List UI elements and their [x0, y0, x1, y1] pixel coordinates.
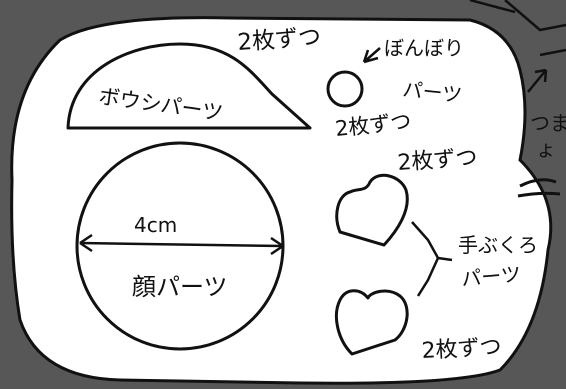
pompom-part-shape [326, 70, 364, 108]
heart-count-bottom-label: 2枚ずつ [421, 335, 502, 364]
hat-count-label: 2枚ずつ [237, 24, 322, 56]
heart-count-top-label: 2枚ずつ [397, 145, 479, 176]
face-part-label: 顔パーツ [132, 273, 228, 301]
corner-scribble [517, 178, 561, 198]
arrow-up-right-icon [527, 68, 548, 93]
edge-text-1: つま [530, 111, 566, 135]
heart-top-shape [335, 173, 409, 247]
mitten-label: 手ぶくろ [458, 233, 538, 257]
heart-bottom-shape [335, 289, 409, 356]
pompom-part-label: パーツ [401, 77, 463, 107]
border-line [10, 16, 553, 385]
arrow-left-icon [362, 47, 381, 64]
hat-part-shape [66, 42, 312, 130]
edge-text-2: ょ [536, 137, 556, 161]
mitten-bracket [411, 221, 453, 297]
face-size-label: 4cm [134, 213, 177, 237]
mitten-part-label: パーツ [460, 262, 521, 291]
diameter-arrow [79, 233, 284, 256]
pompom-count-label: 2枚ずつ [334, 109, 412, 141]
hat-part-label: ボウシパーツ [97, 84, 224, 125]
pompom-label: ぼんぼり [384, 36, 464, 60]
corner-sketch [469, 0, 566, 57]
